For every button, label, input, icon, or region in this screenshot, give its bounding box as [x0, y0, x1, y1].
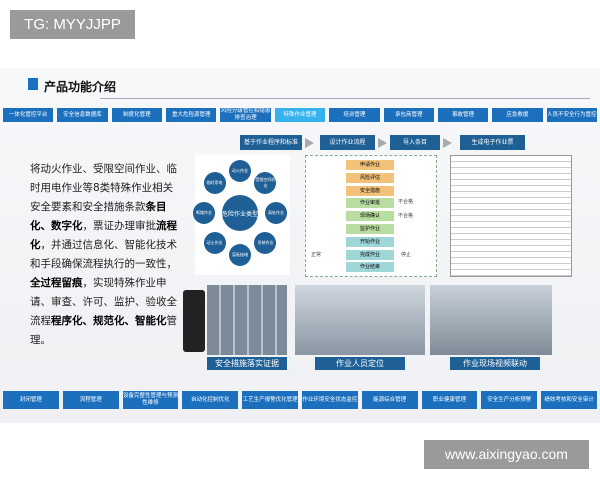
flowchart-label: 正常 — [311, 252, 322, 258]
flow-step: 基于作业程序和标准 — [240, 135, 302, 150]
description-paragraph: 将动火作业、受限空间作业、临时用电作业等8类特殊作业相关安全要素和安全措施条款条… — [30, 160, 182, 350]
arrow-right-icon — [378, 138, 387, 148]
page-title: 产品功能介绍 — [44, 80, 117, 94]
paragraph-segment: 管理。 — [30, 315, 177, 346]
nav-item[interactable]: 制度化管理 — [111, 108, 163, 122]
paragraph-segment: 全过程留痕 — [30, 277, 83, 289]
paragraph-segment: 条目化、数字化 — [30, 201, 167, 232]
caption-video: 作业现场视频联动 — [450, 357, 540, 370]
flow-step: 生成电子作业票 — [460, 135, 525, 150]
nav-item[interactable]: 安全生产分析预警 — [481, 391, 538, 409]
flow-step: 导入条目 — [390, 135, 440, 150]
circle-node: 临时用电 — [203, 172, 226, 195]
flow-step: 设计作业流程 — [320, 135, 375, 150]
top-nav: 一体化管控平台安全信息数据库制度化管理重大危险源管理风险分级管控和隐患排查治理特… — [3, 108, 597, 122]
circle-node: 高处作业 — [265, 202, 287, 224]
flowchart-step: 申请作业 — [346, 160, 394, 170]
nav-item[interactable]: 应急救援 — [492, 108, 543, 122]
paragraph-segment: ，票证办理审批 — [82, 220, 157, 232]
paragraph-segment: ，实现特殊作业申请、审查、许可、监护、验收全流程 — [30, 277, 177, 327]
paragraph-segment: 将动火作业、受限空间作业、临时用电作业等8类特殊作业相关安全要素和安全措施条款 — [30, 163, 177, 213]
nav-item[interactable]: 风险分级管控和隐患排查治理 — [220, 108, 271, 122]
paragraph-segment: 程序化、规范化、智能化 — [51, 315, 167, 327]
nav-item[interactable]: 工艺生产报警优化管理 — [242, 391, 298, 409]
nav-item[interactable]: 特殊作业管理 — [274, 108, 326, 122]
flowchart-step: 完成作业 — [346, 249, 394, 260]
nav-item[interactable]: 人员不安全行为管控 — [546, 108, 597, 122]
flowchart-step: 安全措施 — [346, 185, 394, 196]
flowchart-step: 监护作业 — [346, 224, 394, 234]
nav-item[interactable]: 绩效考核和安全审计 — [541, 391, 597, 409]
personnel-location-view — [295, 285, 425, 355]
circle-node: 动火作业 — [229, 160, 251, 182]
caption-evidence: 安全措施落实证据 — [207, 357, 287, 370]
divider — [100, 98, 590, 99]
flowchart-label: 不合格 — [398, 213, 414, 219]
circle-panel: 危险作业类型 动火作业受限空间作业高处作业吊装作业盲板抽堵动土作业 断路作业 临时用… — [193, 155, 290, 275]
circle-node: 断路作业 — [193, 202, 215, 224]
watermark: www.aixingyao.com — [424, 440, 589, 469]
bottom-nav: 封闭管理流程管理设备完整性管理与预测性维修自动化控制优化工艺生产报警优化管理作业… — [3, 391, 597, 409]
watermark-badge-top: TG: MYYJJPP — [10, 10, 135, 39]
paragraph-segment: 流程化 — [30, 220, 177, 251]
flowchart-panel: 申请作业风险评估安全措施作业审批现场确认监护作业开始作业完成作业作业结束不合格不… — [305, 155, 437, 277]
title-accent — [28, 78, 38, 90]
arrow-right-icon — [305, 138, 314, 148]
arrow-right-icon — [443, 138, 452, 148]
paragraph-segment: ，并通过信息化、智能化技术和手段确保流程执行的一致性， — [30, 239, 177, 270]
phone-photo — [183, 290, 205, 352]
nav-item[interactable]: 自动化控制优化 — [182, 391, 239, 409]
flowchart-label: 停止 — [401, 252, 412, 258]
circle-node: 受限空间作业 — [254, 172, 277, 195]
nav-item[interactable]: 承包商管理 — [383, 108, 434, 122]
nav-item[interactable]: 重大危险源管理 — [166, 108, 217, 122]
nav-item[interactable]: 事故管理 — [437, 108, 489, 122]
flowchart-label: 不合格 — [398, 199, 414, 205]
flowchart-step: 作业结束 — [346, 262, 394, 273]
circle-node: 吊装作业 — [254, 231, 277, 254]
nav-item[interactable]: 流程管理 — [62, 391, 119, 409]
flowchart-step: 现场确认 — [346, 211, 394, 222]
flowchart-step: 风险评估 — [346, 172, 394, 183]
circle-node: 盲板抽堵 — [229, 244, 251, 266]
flowchart-step: 开始作业 — [346, 236, 394, 247]
nav-item[interactable]: 安全信息数据库 — [57, 108, 108, 122]
nav-item[interactable]: 培训管理 — [329, 108, 380, 122]
nav-item[interactable]: 封闭管理 — [3, 391, 59, 409]
circle-node: 动土作业 — [203, 231, 226, 254]
caption-location: 作业人员定位 — [315, 357, 405, 370]
electronic-permit-form — [450, 155, 572, 277]
site-video-view — [430, 285, 552, 355]
circle-center: 危险作业类型 — [222, 195, 258, 231]
nav-item[interactable]: 职业健康管理 — [421, 391, 478, 409]
nav-item[interactable]: 能源综合管理 — [361, 391, 418, 409]
nav-item[interactable]: 一体化管控平台 — [3, 108, 54, 122]
nav-item[interactable]: 作业环境安全状态监控 — [301, 391, 358, 409]
nav-item[interactable]: 设备完整性管理与预测性维修 — [122, 391, 179, 409]
evidence-photos — [207, 285, 287, 355]
flowchart-step: 作业审批 — [346, 198, 394, 209]
